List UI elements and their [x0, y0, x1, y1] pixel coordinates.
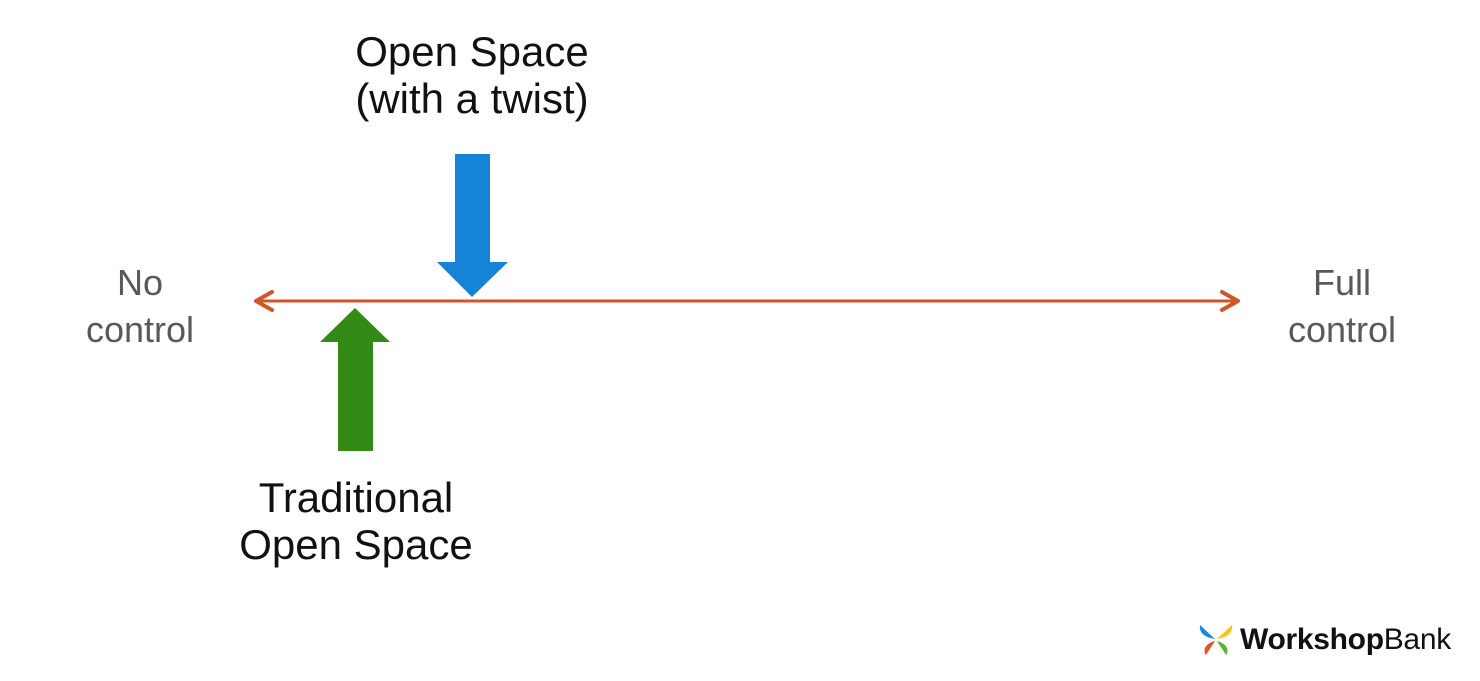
label-line: No [116, 262, 164, 303]
right-arrowhead-icon [1220, 290, 1240, 312]
logo-bold-text: Workshop [1240, 623, 1384, 656]
blue-down-arrow-icon [437, 154, 508, 297]
logo-light-text: Bank [1383, 623, 1451, 656]
label-line: Open Space [239, 521, 473, 569]
label-line: (with a twist) [355, 75, 589, 123]
open-space-twist-label: Open Space (with a twist) [300, 28, 644, 122]
traditional-open-space-label: Traditional Open Space [196, 474, 516, 568]
workshopbank-logo: WorkshopBank [1198, 620, 1451, 660]
label-line: control [85, 308, 195, 350]
label-line: Open Space [355, 28, 589, 75]
label-line: control [1287, 308, 1397, 350]
spectrum-axis-arrow [254, 290, 1240, 312]
label-line: Traditional [258, 474, 454, 521]
green-up-arrow-icon [320, 308, 390, 451]
left-arrowhead-icon [254, 290, 274, 312]
full-control-label: Full control [1262, 260, 1422, 354]
label-line: Full [1312, 262, 1371, 303]
butterfly-logo-icon [1199, 625, 1233, 655]
logo-wordmark: WorkshopBank [1240, 623, 1451, 657]
no-control-label: No control [60, 260, 220, 354]
